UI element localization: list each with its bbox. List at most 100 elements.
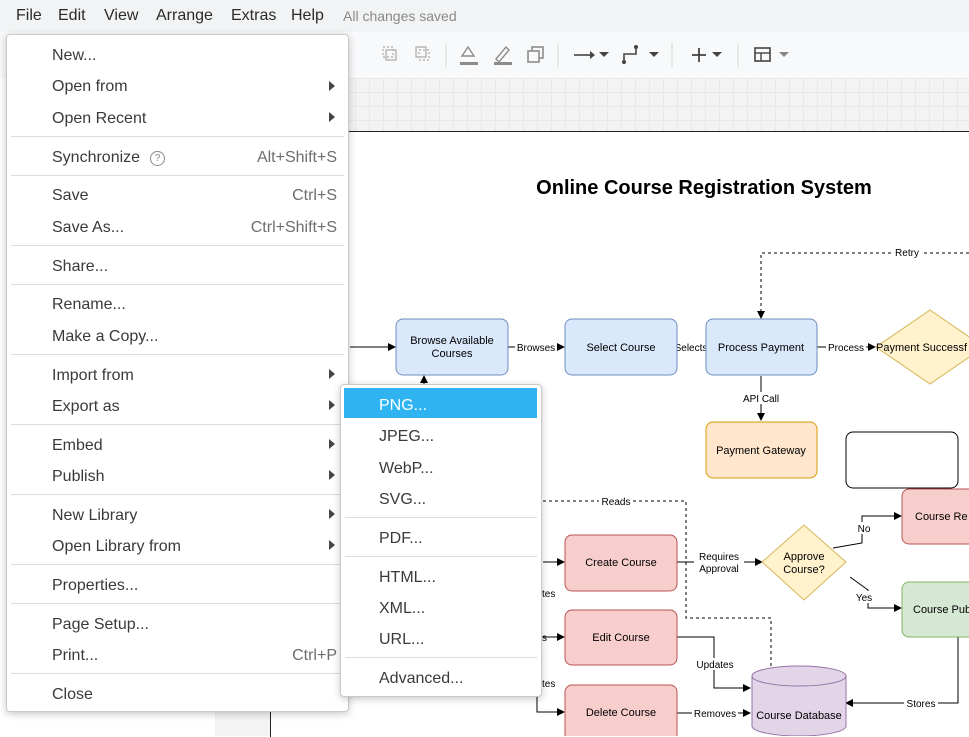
menu-item-export-as[interactable]: Export as — [52, 398, 120, 415]
menu-item-open-library[interactable]: Open Library from — [52, 538, 181, 555]
menu-item-print[interactable]: Print... — [52, 647, 99, 664]
edge-label-selects: Selects — [675, 343, 708, 354]
export-item-highlight — [344, 388, 537, 418]
edge-label-process: Process — [828, 343, 864, 354]
edge-label-no: No — [858, 524, 871, 535]
submenu-arrow-icon — [329, 509, 335, 519]
save-status: All changes saved — [343, 8, 457, 24]
export-item-svg[interactable]: SVG... — [379, 491, 427, 508]
menu-item-open-from[interactable]: Open from — [52, 78, 128, 95]
export-item-xml[interactable]: XML... — [379, 600, 426, 617]
menu-item-save-as[interactable]: Save As... — [52, 219, 125, 236]
menu-arrange[interactable]: Arrange — [156, 7, 213, 24]
diagram-title: Online Course Registration System — [536, 177, 872, 199]
node-process-payment[interactable]: Process Payment — [705, 318, 818, 376]
line-color-icon[interactable] — [494, 45, 512, 65]
edge-to-delete[interactable] — [536, 695, 565, 716]
node-course-rejected[interactable]: Course Re — [901, 488, 969, 545]
menu-item-properties[interactable]: Properties... — [52, 577, 139, 594]
edge-reads[interactable] — [543, 500, 772, 666]
help-icon[interactable]: ? — [150, 151, 165, 166]
menu-item-save[interactable]: Save — [52, 187, 89, 204]
menu-edit[interactable]: Edit — [58, 7, 86, 24]
svg-text:Course?: Course? — [783, 564, 825, 576]
menu-help[interactable]: Help — [291, 7, 324, 24]
edge-retry[interactable] — [757, 252, 969, 319]
export-item-html[interactable]: HTML... — [379, 569, 436, 586]
menu-view[interactable]: View — [104, 7, 139, 24]
menu-separator — [345, 517, 537, 518]
node-edit-course[interactable]: Edit Course — [564, 609, 678, 666]
waypoint-icon[interactable] — [622, 45, 659, 64]
edge-label-fragment-3: tes — [542, 679, 555, 690]
export-item-png[interactable]: PNG... — [379, 397, 428, 414]
node-course-published[interactable]: Course Pub — [901, 581, 969, 638]
menu-extras[interactable]: Extras — [231, 7, 277, 24]
submenu-arrow-icon — [329, 400, 335, 410]
submenu-arrow-icon — [329, 540, 335, 550]
edge-label-requires: Requires — [699, 552, 739, 563]
export-item-webp[interactable]: WebP... — [379, 460, 434, 477]
svg-text:Payment Successf: Payment Successf — [876, 342, 968, 354]
menu-separator — [11, 175, 344, 176]
menu-item-new-library[interactable]: New Library — [52, 507, 138, 524]
to-back-icon[interactable] — [415, 46, 430, 61]
node-payment-gateway[interactable]: Payment Gateway — [705, 421, 818, 479]
menu-separator — [11, 424, 344, 425]
shortcut-synchronize: Alt+Shift+S — [256, 149, 337, 166]
edge-label-fragment-1: tes — [542, 589, 555, 600]
export-item-jpeg[interactable]: JPEG... — [379, 428, 435, 445]
shortcut-save: Ctrl+S — [292, 187, 337, 204]
table-icon[interactable] — [754, 47, 789, 62]
to-front-icon[interactable] — [382, 46, 397, 61]
menu-file[interactable]: File — [16, 7, 42, 24]
submenu-arrow-icon — [329, 112, 335, 122]
svg-text:Create Course: Create Course — [585, 557, 657, 569]
menu-separator — [345, 657, 537, 658]
node-empty-box[interactable] — [845, 431, 959, 489]
menu-item-publish[interactable]: Publish — [52, 468, 105, 485]
insert-plus-icon[interactable] — [692, 48, 722, 62]
node-create-course[interactable]: Create Course — [564, 534, 678, 592]
shadow-icon[interactable] — [527, 46, 544, 63]
menu-item-make-copy[interactable]: Make a Copy... — [52, 328, 159, 345]
menu-item-rename[interactable]: Rename... — [52, 296, 126, 313]
menu-separator — [11, 494, 344, 495]
export-item-pdf[interactable]: PDF... — [379, 530, 423, 547]
menu-separator — [11, 354, 344, 355]
menu-item-new[interactable]: New... — [52, 47, 97, 64]
submenu-arrow-icon — [329, 369, 335, 379]
menu-separator — [11, 603, 344, 604]
menu-item-close[interactable]: Close — [52, 686, 93, 703]
node-delete-course[interactable]: Delete Course — [564, 684, 678, 736]
edge-label-reads: Reads — [602, 497, 631, 508]
fill-color-icon[interactable] — [460, 45, 478, 65]
node-approve-course[interactable]: Approve Course? — [761, 524, 847, 601]
menu-item-open-recent[interactable]: Open Recent — [52, 110, 147, 127]
node-browse-courses[interactable]: Browse Available Courses — [395, 318, 509, 376]
node-course-database[interactable]: Course Database — [751, 665, 847, 736]
svg-text:Delete Course: Delete Course — [586, 707, 656, 719]
menu-item-page-setup[interactable]: Page Setup... — [52, 616, 149, 633]
menu-item-synchronize[interactable]: Synchronize — [52, 149, 141, 166]
node-select-course[interactable]: Select Course — [564, 318, 678, 376]
svg-text:Process Payment: Process Payment — [718, 342, 804, 354]
svg-text:Edit Course: Edit Course — [592, 632, 649, 644]
export-item-url[interactable]: URL... — [379, 631, 425, 648]
export-submenu: PNG... JPEG... WebP... SVG... PDF... HTM… — [340, 384, 542, 697]
file-menu: New... Open from Open Recent Synchronize… — [6, 34, 349, 712]
edge-label-retry: Retry — [895, 248, 919, 259]
svg-text:Course Re: Course Re — [915, 511, 968, 523]
edge-label-api-call: API Call — [743, 394, 779, 405]
menu-item-embed[interactable]: Embed — [52, 437, 103, 454]
menu-item-share[interactable]: Share... — [52, 258, 109, 275]
menu-separator — [11, 245, 344, 246]
menu-item-import-from[interactable]: Import from — [52, 367, 134, 384]
svg-text:Approve: Approve — [784, 551, 825, 563]
node-payment-successful[interactable]: Payment Successf — [875, 309, 969, 385]
connection-arrow-icon[interactable] — [574, 51, 609, 59]
menu-separator — [11, 564, 344, 565]
export-item-advanced[interactable]: Advanced... — [379, 670, 464, 687]
svg-text:Course Database: Course Database — [756, 710, 842, 722]
edge-stores[interactable] — [845, 637, 959, 707]
